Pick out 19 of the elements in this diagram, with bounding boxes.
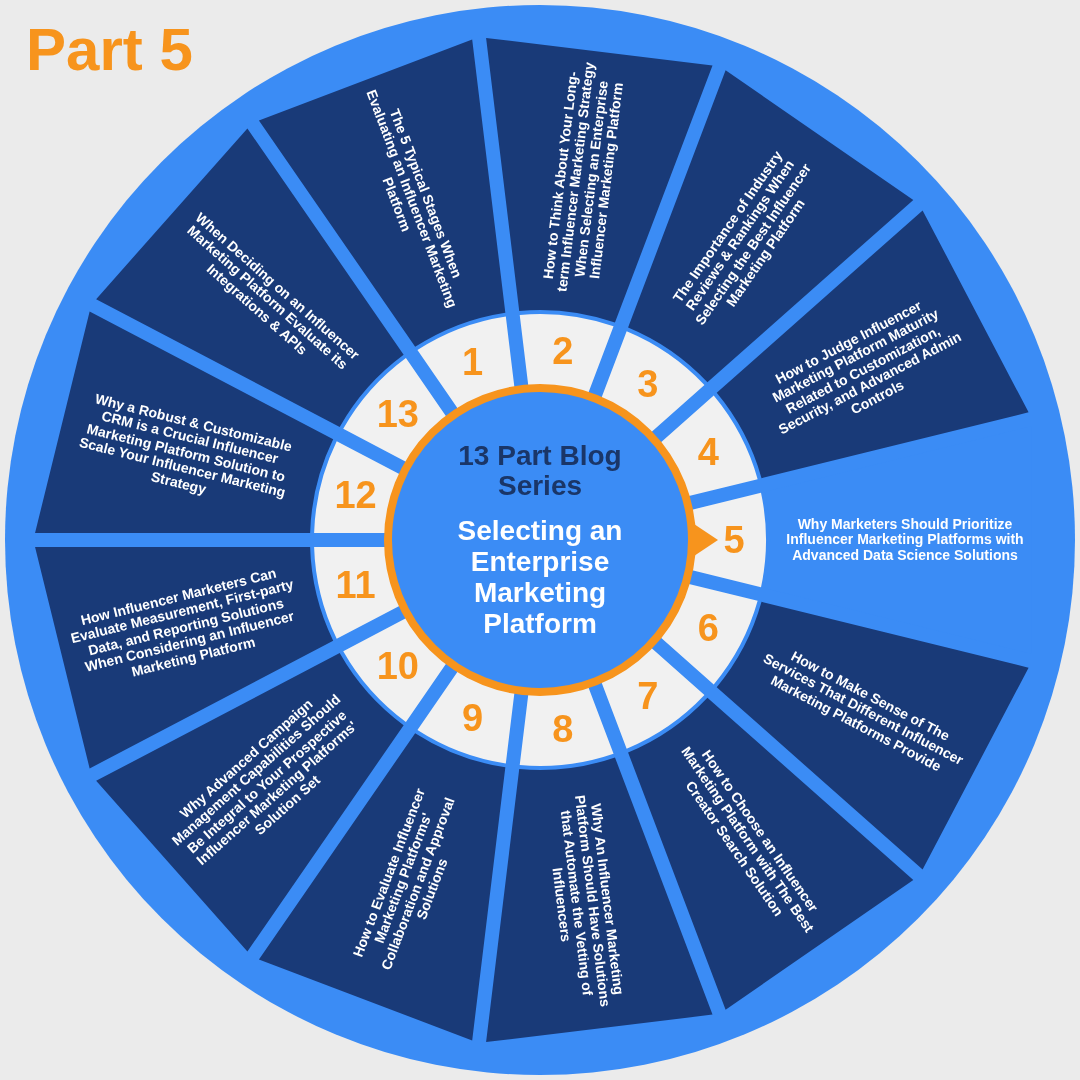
- part-number: 2: [552, 332, 574, 371]
- part-number: 13: [376, 395, 419, 433]
- series-heading: 13 Part Blog Series: [457, 440, 623, 503]
- part-number: 11: [335, 566, 376, 605]
- part-number: 10: [376, 647, 419, 685]
- part-number: 4: [697, 432, 719, 471]
- part-number: 1: [462, 343, 484, 382]
- part-number: 6: [697, 609, 719, 648]
- part-number: 3: [637, 364, 659, 403]
- topic-title: How to Think About Your Long-term Influencer Marketing Strategy When Selecting an Enterprise Influencer Marketing Platform: [539, 60, 628, 295]
- title: Part 5: [26, 15, 193, 85]
- topic-title: Why Marketers Should Prioritize Influencer Marketing Platforms with Advanced Data Science Solutions: [785, 516, 1025, 564]
- part-number: 9: [462, 698, 484, 737]
- part-number: 7: [637, 677, 659, 716]
- part-number: 5: [723, 521, 745, 559]
- topic-title: Why An Influencer Marketing Platform Should Have Solutions that Automate the Vetting of Influencers: [548, 793, 629, 1011]
- series-title: Selecting an Enterprise Marketing Platform: [456, 516, 624, 640]
- part-number: 8: [552, 709, 574, 748]
- part-number: 12: [334, 475, 377, 514]
